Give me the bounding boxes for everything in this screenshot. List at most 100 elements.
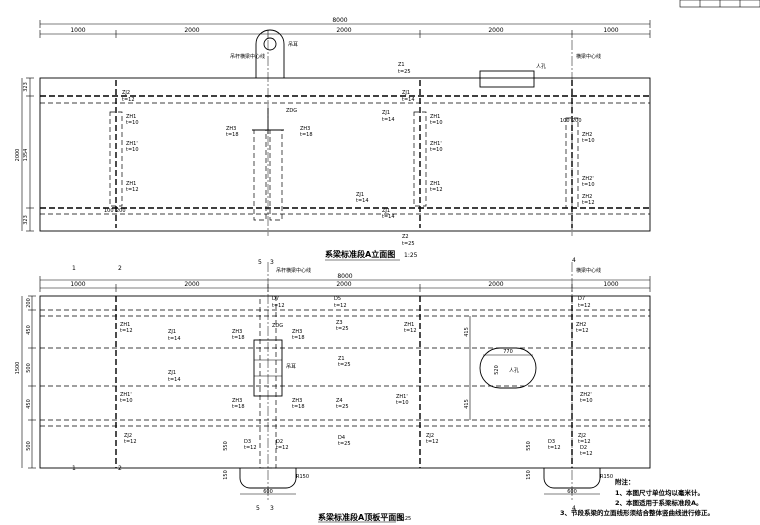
elev-zj1ct: t=14 <box>356 198 369 204</box>
elev-zh3at: t=18 <box>226 132 239 138</box>
elev-zh2a: ZH2 <box>582 132 592 138</box>
elev-lug-label: 吊耳 <box>288 42 298 48</box>
plan-zh2pa: ZH2' <box>580 392 592 398</box>
plan-sec-1-top: 1 <box>72 265 76 272</box>
plan-d5: D5 <box>334 296 341 302</box>
plan-sec-5-top: 5 <box>258 259 262 266</box>
plan-hole-off-1: 415 <box>464 327 470 337</box>
plan-zdg: ZDG <box>272 323 283 329</box>
elev-scale: 1:25 <box>404 252 418 259</box>
plan-view: 1 2 5 3 4 吊杆横梁中心线 横梁中心线 8000 1000 2000 2… <box>15 257 651 523</box>
plan-lug-label: 吊耳 <box>286 364 296 370</box>
plan-zj2bt: t=12 <box>426 439 439 445</box>
plan-d3bt: t=12 <box>548 445 561 451</box>
note-2: 2、本图适用于系梁标准段A。 <box>615 498 703 507</box>
plan-zj1b: ZJ1 <box>168 370 176 376</box>
plan-sec-2-bot: 2 <box>118 465 122 472</box>
elev-d200b: 200 <box>572 118 582 124</box>
elev-zj2t: t=12 <box>122 97 135 103</box>
plan-total-dim: 8000 <box>337 273 352 280</box>
plan-d7at: t=12 <box>272 303 285 309</box>
elev-zh1ct: t=10 <box>430 120 443 126</box>
elev-zj1d: ZJ1 <box>382 208 390 214</box>
plan-title: 系梁标准段A顶板平面图 <box>318 512 404 522</box>
plan-z4t: t=25 <box>336 404 349 410</box>
plan-zj2c: ZJ2 <box>578 433 586 439</box>
plan-z3t: t=25 <box>336 326 349 332</box>
elev-zj1at: t=14 <box>402 97 415 103</box>
notes: 附注： 1、本图尺寸单位均以毫米计。 2、本图适用于系梁标准段A。 3、节段系梁… <box>560 477 714 517</box>
plan-zh2pat: t=10 <box>580 398 593 404</box>
plan-d5t: t=12 <box>334 303 347 309</box>
plan-left-dim-4: 500 <box>26 363 32 373</box>
plan-left-dim-1: 200 <box>26 298 32 308</box>
plan-hole-off-2: 415 <box>464 399 470 409</box>
plan-sec-1-bot: 1 <box>72 465 76 472</box>
plan-zj1at: t=14 <box>168 336 181 342</box>
plan-seg-4: 2000 <box>488 281 503 288</box>
elev-z2t: t=25 <box>402 241 415 247</box>
elev-cl-right-label: 横梁中心线 <box>576 53 601 60</box>
plan-zh2at: t=12 <box>576 328 589 334</box>
plan-zj1a: ZJ1 <box>168 329 176 335</box>
elev-zh2bt: t=12 <box>582 200 595 206</box>
elev-seg-4: 2000 <box>488 27 503 34</box>
plan-hole-label: 人孔 <box>509 367 519 374</box>
plan-side-dim-1: 550 <box>223 441 229 451</box>
elev-zh2b: ZH2 <box>582 194 592 200</box>
plan-sec-4-top: 4 <box>572 257 576 264</box>
plan-zh3dt: t=18 <box>292 404 305 410</box>
elev-zh3a: ZH3 <box>226 126 236 132</box>
elev-d100b: 100 <box>560 118 570 124</box>
plan-sec-2-top: 2 <box>118 265 122 272</box>
elev-zh1c: ZH1 <box>430 114 440 120</box>
plan-zh2a: ZH2 <box>576 322 586 328</box>
elev-zj1bt: t=14 <box>382 117 395 123</box>
elev-zh1pat: t=10 <box>126 147 139 153</box>
plan-hole-h: 520 <box>494 365 500 375</box>
elev-zj1b: ZJ1 <box>382 110 390 116</box>
plan-zh1b: ZH1 <box>404 322 414 328</box>
plan-cl-right-label: 横梁中心线 <box>576 267 601 274</box>
elev-title: 系梁标准段A立面图 <box>325 249 395 259</box>
elev-z1t: t=25 <box>398 69 411 75</box>
plan-bottom-dim-1: 600 <box>263 489 273 495</box>
plan-seg-5: 1000 <box>603 281 618 288</box>
plan-zh3bt: t=18 <box>292 335 305 341</box>
plan-z1: Z1 <box>338 356 345 362</box>
elev-zh1b: ZH1 <box>126 181 136 187</box>
plan-zh1pb: ZH1' <box>396 394 408 400</box>
plan-sec-3-bot: 3 <box>270 505 274 512</box>
elev-zh1pct: t=10 <box>430 147 443 153</box>
plan-sec-3-top: 3 <box>270 259 274 266</box>
plan-bottom-dim-2: 600 <box>567 489 577 495</box>
elev-seg-5: 1000 <box>603 27 618 34</box>
plan-zh3d: ZH3 <box>292 398 302 404</box>
plan-left-dim-5: 450 <box>26 399 32 409</box>
plan-d7a: D7 <box>272 296 279 302</box>
elev-left-dim-3: 1354 <box>23 149 29 162</box>
plan-seg-3: 2000 <box>336 281 351 288</box>
plan-zh3b: ZH3 <box>292 329 302 335</box>
plan-zj2b: ZJ2 <box>426 433 434 439</box>
plan-r-2: R150 <box>600 474 613 480</box>
elev-zdg: ZDG <box>286 108 297 114</box>
elev-left-dim-2: 2000 <box>15 149 21 162</box>
elev-part-labels: Z1 t=25 ZJ2 t=12 ZJ1 t=14 ZJ1 t=14 ZH1 t… <box>104 62 595 247</box>
notes-heading: 附注： <box>615 477 635 486</box>
plan-left-dim-3: 1500 <box>15 362 21 375</box>
plan-d2at: t=12 <box>276 445 289 451</box>
plan-r-1: R150 <box>296 474 309 480</box>
plan-z1t: t=25 <box>338 362 351 368</box>
elev-zh3b: ZH3 <box>300 126 310 132</box>
elev-zh1at: t=10 <box>126 120 139 126</box>
plan-zh3at: t=18 <box>232 335 245 341</box>
elev-total-dim: 8000 <box>332 17 347 24</box>
elev-seg-1: 1000 <box>70 27 85 34</box>
title-block-stub <box>679 0 760 8</box>
plan-zh1at: t=12 <box>120 328 133 334</box>
elev-seg-3: 2000 <box>336 27 351 34</box>
plan-hole-w: 770 <box>503 349 513 355</box>
